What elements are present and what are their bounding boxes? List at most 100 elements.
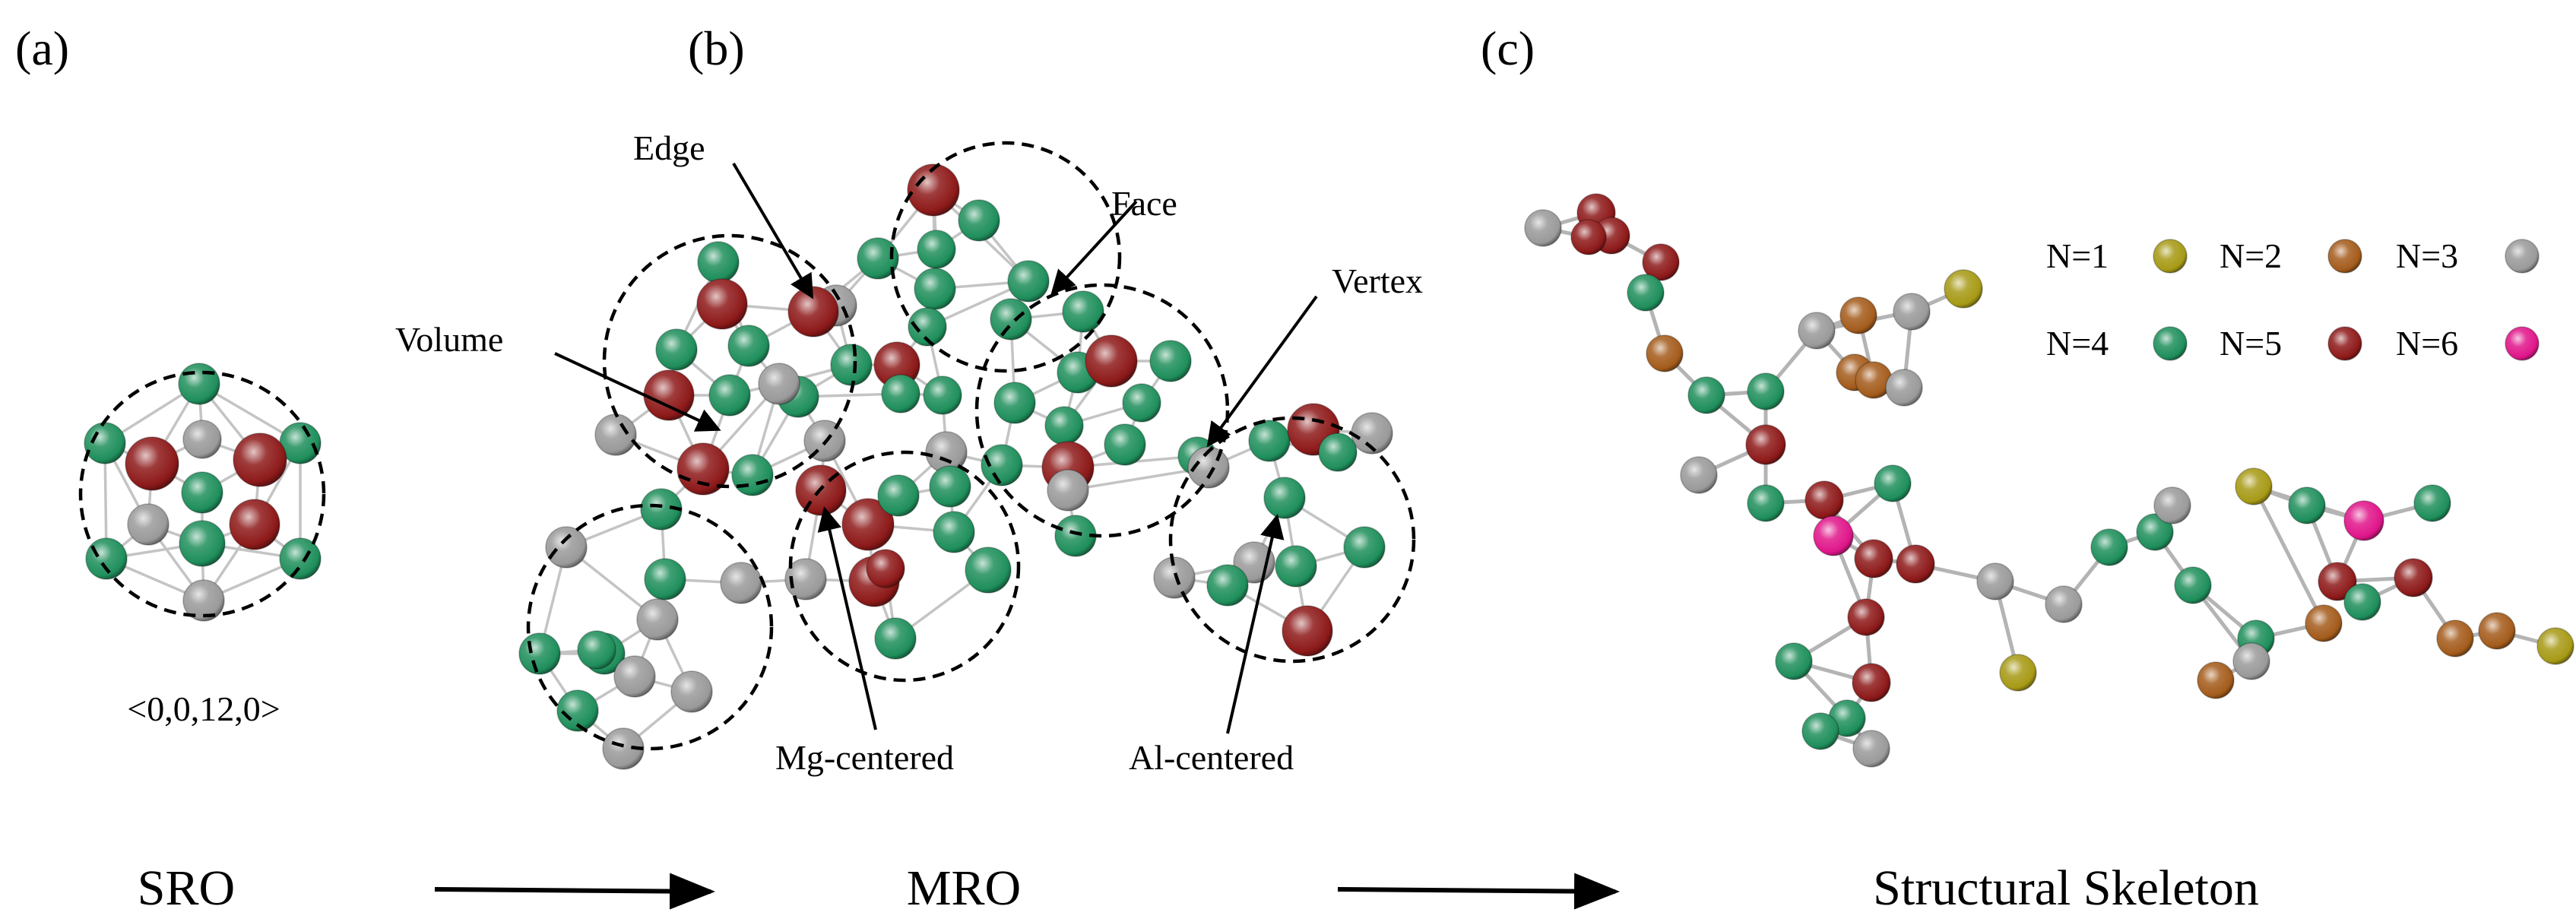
panel-a: (a) bbox=[15, 21, 326, 916]
panel-b-label: (b) bbox=[688, 21, 745, 75]
face-pointer bbox=[1050, 200, 1138, 295]
atom bbox=[84, 422, 126, 464]
cluster-outline bbox=[788, 450, 1021, 683]
atom bbox=[841, 498, 895, 551]
atom bbox=[640, 488, 683, 531]
atom bbox=[178, 363, 220, 405]
atom bbox=[1745, 424, 1786, 465]
legend-swatch bbox=[2505, 239, 2540, 274]
atom bbox=[233, 432, 287, 487]
atom bbox=[877, 474, 920, 517]
atom bbox=[636, 598, 679, 641]
atom bbox=[2197, 661, 2235, 699]
volume-pointer bbox=[554, 352, 721, 432]
atom bbox=[2090, 528, 2128, 566]
atom bbox=[1874, 464, 1912, 502]
atom bbox=[758, 363, 800, 405]
bond bbox=[2251, 485, 2326, 625]
cluster-outline bbox=[1168, 416, 1416, 664]
legend-label: N=3 bbox=[2396, 236, 2458, 275]
atom bbox=[613, 655, 656, 698]
atom bbox=[1747, 484, 1785, 522]
atom bbox=[2394, 558, 2433, 597]
atom bbox=[2045, 585, 2083, 623]
al-centered-label: Al-centered bbox=[1129, 738, 1294, 777]
sro-stage-label: SRO bbox=[138, 860, 235, 916]
atom bbox=[2174, 566, 2212, 604]
vertex-label: Vertex bbox=[1332, 261, 1423, 300]
atom bbox=[1775, 642, 1813, 680]
cluster-outline bbox=[889, 141, 1122, 373]
atom bbox=[1801, 712, 1839, 750]
atom bbox=[670, 670, 713, 713]
legend-swatch bbox=[2153, 239, 2188, 274]
atom bbox=[125, 436, 179, 491]
atom bbox=[990, 298, 1032, 341]
atom bbox=[644, 558, 686, 600]
atom bbox=[917, 230, 956, 269]
atom bbox=[1687, 376, 1725, 414]
atom bbox=[830, 344, 873, 386]
atom bbox=[1318, 432, 1358, 472]
atom bbox=[1570, 219, 1607, 255]
atom bbox=[2136, 513, 2174, 551]
atom bbox=[1047, 469, 1089, 512]
atom bbox=[1798, 312, 1836, 350]
atom bbox=[1153, 556, 1196, 599]
atom bbox=[1343, 526, 1386, 569]
atom bbox=[2436, 619, 2474, 657]
legend-swatch bbox=[2153, 326, 2188, 361]
atom bbox=[1524, 209, 1562, 247]
atom bbox=[907, 163, 960, 217]
atom bbox=[2478, 612, 2516, 650]
atom bbox=[1680, 456, 1718, 494]
atom bbox=[1104, 423, 1146, 466]
legend-swatch bbox=[2505, 326, 2540, 361]
legend-item: N=5 bbox=[2220, 324, 2362, 363]
atom bbox=[1893, 293, 1931, 331]
atom bbox=[1852, 730, 1890, 768]
atom bbox=[2536, 627, 2574, 665]
atom bbox=[1885, 369, 1923, 407]
atom bbox=[1122, 383, 1161, 423]
atom bbox=[577, 630, 616, 670]
mg-centered-pointer bbox=[817, 506, 877, 730]
atom bbox=[181, 471, 223, 514]
atom bbox=[981, 444, 1023, 486]
legend-swatch bbox=[2327, 239, 2362, 274]
atom bbox=[1804, 480, 1844, 520]
atom bbox=[965, 547, 1012, 594]
legend-label: N=4 bbox=[2046, 324, 2109, 363]
mg-centered-label: Mg-centered bbox=[775, 738, 954, 777]
mro-cluster-outlines bbox=[526, 141, 1416, 751]
cluster-outline bbox=[974, 283, 1230, 538]
atom bbox=[933, 511, 975, 553]
atom bbox=[1747, 372, 1785, 410]
atom bbox=[179, 520, 226, 567]
atom bbox=[2343, 500, 2384, 541]
legend-item: N=1 bbox=[2046, 236, 2188, 275]
atom bbox=[643, 369, 695, 421]
vertex-pointer bbox=[1206, 295, 1318, 448]
atom bbox=[2305, 604, 2343, 642]
atom bbox=[2153, 486, 2191, 524]
atom bbox=[2232, 642, 2270, 680]
atom bbox=[787, 286, 839, 337]
legend-label: N=5 bbox=[2220, 324, 2282, 363]
atom bbox=[696, 278, 748, 330]
atom bbox=[1044, 406, 1084, 445]
atom bbox=[2288, 486, 2326, 524]
atom bbox=[2413, 484, 2451, 522]
sro-cluster-outline bbox=[78, 370, 326, 618]
cluster-outline bbox=[602, 233, 857, 489]
atom bbox=[279, 537, 322, 580]
atom bbox=[229, 499, 280, 550]
legend-label: N=6 bbox=[2396, 324, 2458, 363]
panel-c: (c) N=1 N=2 N=3 N=4 N=5 bbox=[1481, 21, 2574, 916]
volume-label: Volume bbox=[395, 320, 503, 359]
legend-item: N=3 bbox=[2396, 236, 2540, 275]
al-centered-pointer bbox=[1226, 514, 1285, 734]
atom bbox=[1149, 340, 1192, 382]
atom bbox=[1646, 334, 1684, 372]
atom bbox=[1839, 296, 1877, 334]
